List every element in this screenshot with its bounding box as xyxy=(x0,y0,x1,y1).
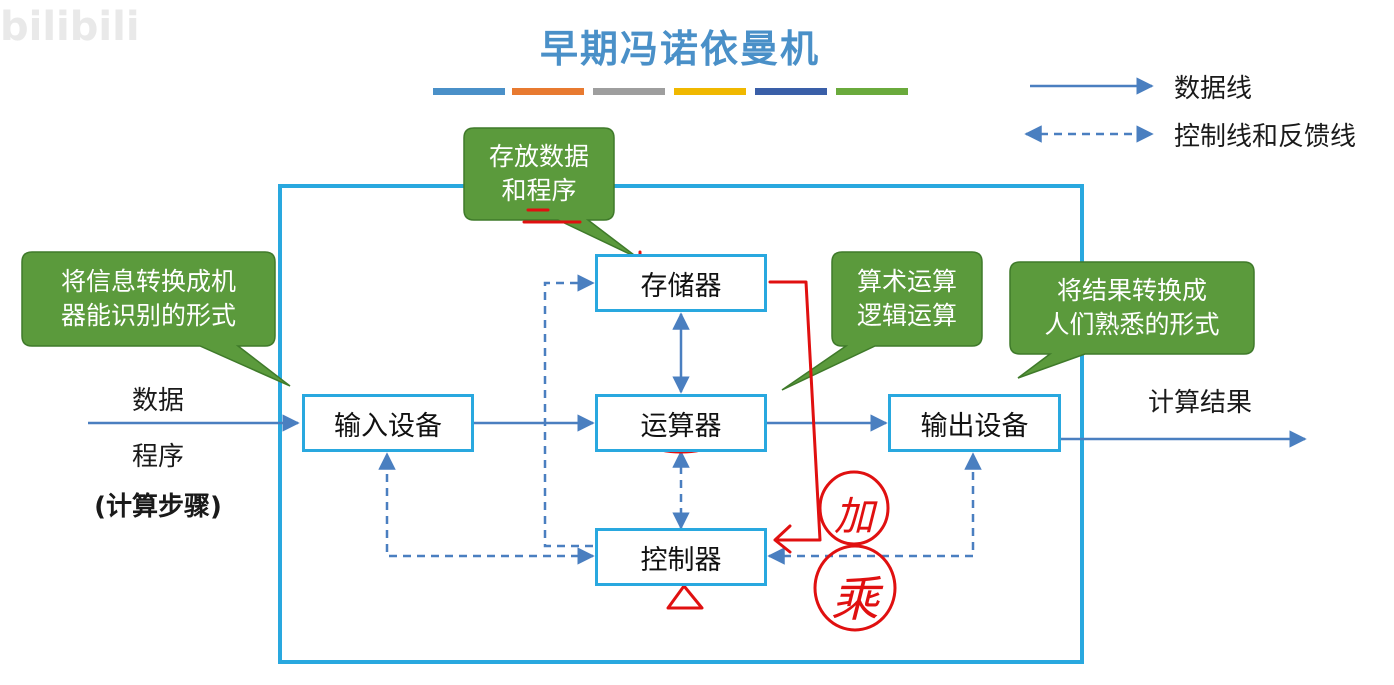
page-title: 早期冯诺依曼机 xyxy=(539,27,820,71)
arrow-controller-input xyxy=(378,452,595,565)
title-bar-3 xyxy=(593,88,665,95)
callout-output-shape xyxy=(1009,261,1255,379)
title-bar-5 xyxy=(755,88,827,95)
annotation-underline xyxy=(522,208,582,224)
title-bar-6 xyxy=(836,88,908,95)
callout-output-line2: 人们熟悉的形式 xyxy=(1044,310,1220,339)
input-device-label: 输入设备 xyxy=(334,410,442,442)
callout-input-shape xyxy=(21,251,291,387)
legend-data-label: 数据线 xyxy=(1174,74,1253,104)
controller-box: 控制器 xyxy=(595,528,767,586)
title-bar-4 xyxy=(674,88,746,95)
callout-memory-line2: 和程序 xyxy=(501,176,577,205)
callout-alu-line1: 算术运算 xyxy=(856,267,957,296)
callout-input-line1: 将信息转换成机 xyxy=(60,267,236,296)
legend-control-label: 控制线和反馈线 xyxy=(1174,122,1357,152)
annotation-triangle xyxy=(666,584,704,610)
output-device-box: 输出设备 xyxy=(888,394,1061,452)
input-device-box: 输入设备 xyxy=(302,394,474,452)
title-bar-2 xyxy=(512,88,584,95)
callout-input-line2: 器能识别的形式 xyxy=(60,301,236,330)
callout-output: 将结果转换成 人们熟悉的形式 xyxy=(1010,262,1254,354)
handwriting-add: 加 xyxy=(834,494,874,540)
callout-alu: 算术运算 逻辑运算 xyxy=(832,252,982,346)
watermark: bilibili xyxy=(0,4,140,50)
annotation-memory-to-controller xyxy=(768,280,822,554)
callout-memory-line1: 存放数据 xyxy=(488,142,589,171)
arrow-controller-output xyxy=(767,452,982,565)
input-data-label: 数据 xyxy=(131,386,184,416)
annotation-add-circle xyxy=(818,470,890,546)
output-device-label: 输出设备 xyxy=(920,410,1029,442)
memory-box: 存储器 xyxy=(595,254,767,312)
input-steps-label: (计算步骤) xyxy=(94,492,222,522)
title-bar-1 xyxy=(433,88,505,95)
alu-box: 运算器 xyxy=(595,394,767,452)
callout-memory: 存放数据 和程序 xyxy=(464,128,614,220)
handwriting-mul: 乘 xyxy=(830,572,879,628)
result-label: 计算结果 xyxy=(1147,388,1252,418)
callout-alu-shape xyxy=(781,251,983,391)
alu-label: 运算器 xyxy=(640,410,722,442)
arrow-controller-memory xyxy=(543,274,595,548)
memory-label: 存储器 xyxy=(640,270,722,302)
callout-alu-line2: 逻辑运算 xyxy=(856,301,957,330)
annotation-mul-circle xyxy=(813,544,897,632)
callout-output-line1: 将结果转换成 xyxy=(1056,276,1207,305)
callout-input: 将信息转换成机 器能识别的形式 xyxy=(22,252,275,346)
callout-memory-shape xyxy=(463,127,639,259)
input-program-label: 程序 xyxy=(131,442,184,472)
controller-label: 控制器 xyxy=(640,544,722,576)
